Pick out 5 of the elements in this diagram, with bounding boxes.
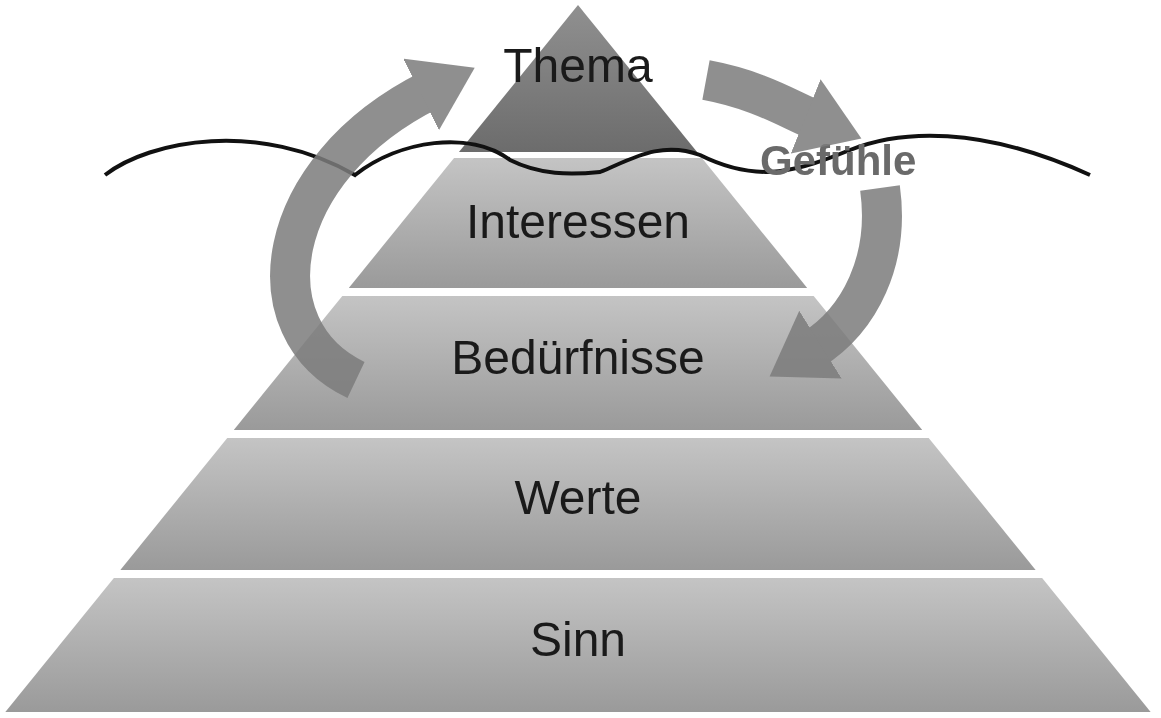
level-label: Bedürfnisse bbox=[451, 334, 705, 382]
curved-arrow bbox=[701, 60, 862, 153]
level-label: Werte bbox=[514, 474, 642, 522]
level-label: Sinn bbox=[529, 616, 627, 664]
level-label: Interessen bbox=[465, 198, 691, 246]
